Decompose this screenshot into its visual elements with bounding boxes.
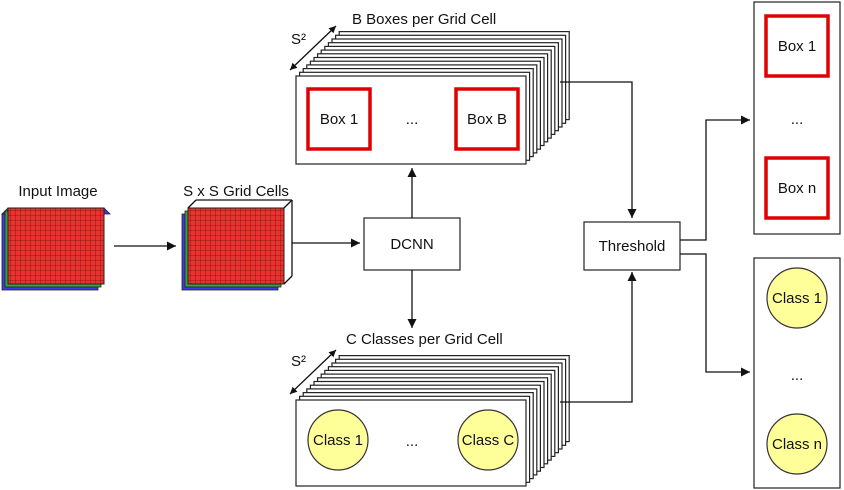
boxes-ellipsis: ... — [406, 111, 419, 128]
output-box-n — [764, 156, 830, 220]
arrow-threshold-to-classes — [680, 253, 750, 377]
output-class-1-label: Class 1 — [772, 290, 822, 307]
classes-stack-title: C Classes per Grid Cell — [346, 331, 503, 348]
output-box-1 — [764, 14, 830, 78]
box-b-label: Box B — [467, 111, 507, 128]
boxes-stack-title: B Boxes per Grid Cell — [352, 11, 496, 28]
input-image-cube — [1, 207, 111, 291]
classes-depth-arrow — [289, 349, 337, 395]
arrow-boxes-to-threshold — [560, 81, 637, 218]
dcnn-label: DCNN — [390, 236, 433, 253]
class-c-label: Class C — [462, 432, 515, 449]
output-class-n-label: Class n — [772, 436, 822, 453]
boxes-depth-label: S² — [291, 31, 306, 48]
class-output-panel: Class 1 ... Class n — [753, 257, 841, 489]
output-class-ellipsis: ... — [791, 367, 804, 384]
arrow-threshold-to-boxes — [680, 115, 750, 241]
dcnn-block: DCNN — [363, 217, 461, 271]
threshold-label: Threshold — [599, 238, 666, 255]
boxes-depth-arrow — [289, 25, 337, 71]
box-b-cell — [454, 87, 520, 151]
boxes-front-card: Box 1 ... Box B — [295, 75, 527, 165]
output-box-n-label: Box n — [778, 180, 816, 197]
grid-cells-label: S x S Grid Cells — [183, 183, 289, 200]
threshold-block: Threshold — [583, 221, 681, 271]
output-box-1-label: Box 1 — [778, 38, 816, 55]
input-image-label: Input Image — [18, 183, 97, 200]
class-c-circle — [457, 409, 519, 471]
box-1-cell — [306, 87, 372, 151]
grid-cells-cube — [181, 199, 293, 291]
output-box-ellipsis: ... — [791, 111, 804, 128]
classes-ellipsis: ... — [406, 433, 419, 450]
arrow-classes-to-threshold — [560, 272, 637, 403]
class-1-label: Class 1 — [313, 432, 363, 449]
output-class-1 — [766, 267, 828, 329]
box-output-panel: Box 1 ... Box n — [753, 1, 841, 235]
output-class-n — [766, 413, 828, 475]
classes-depth-label: S² — [291, 353, 306, 370]
class-1-circle — [307, 409, 369, 471]
classes-front-card: Class 1 ... Class C — [295, 399, 527, 487]
box-1-label: Box 1 — [320, 111, 358, 128]
